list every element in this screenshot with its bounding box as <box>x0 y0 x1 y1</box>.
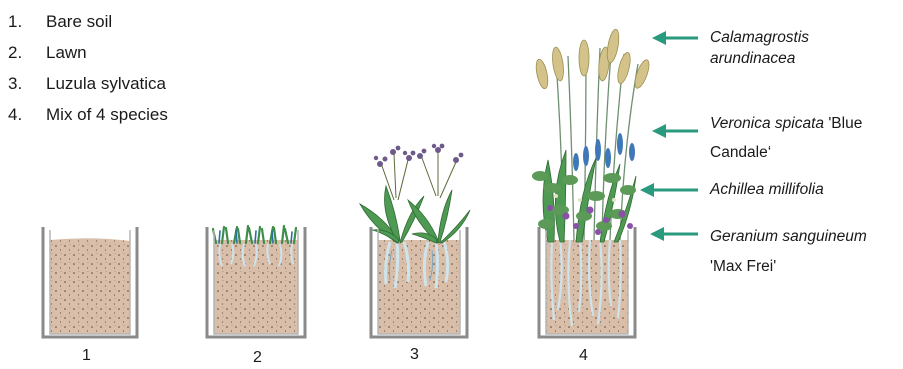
species-name: Geranium sanguineum <box>710 228 867 245</box>
species-label-geranium: Geranium sanguineum 'Max Frei' <box>710 222 867 282</box>
arrow-achillea <box>640 183 698 197</box>
container-number: 1 <box>82 347 91 365</box>
species-label-veronica: Veronica spicata 'Blue Candale‘ <box>710 109 862 167</box>
arrow-geranium <box>650 227 698 241</box>
container-2-lawn <box>207 226 305 337</box>
arrow-veronica <box>652 124 698 138</box>
container-3-luzula <box>360 144 470 337</box>
container-number: 3 <box>410 346 419 364</box>
cultivar-name: 'Blue <box>824 115 862 132</box>
species-name: Achillea millifolia <box>710 181 824 198</box>
species-label-calamagrostis: Calamagrostis arundinacea <box>710 27 809 69</box>
cultivar-name-line2: Candale‘ <box>710 144 771 161</box>
container-1-bare-soil <box>43 227 137 337</box>
container-4-mix <box>532 28 652 337</box>
arrow-calamagrostis <box>652 31 698 45</box>
cultivar-name: 'Max Frei' <box>710 258 776 275</box>
species-name: Calamagrostis <box>710 29 809 46</box>
species-name: Veronica spicata <box>710 115 824 132</box>
species-name-line2: arundinacea <box>710 50 795 67</box>
container-number: 4 <box>579 347 588 365</box>
species-label-achillea: Achillea millifolia <box>710 179 824 200</box>
container-number: 2 <box>253 349 262 367</box>
